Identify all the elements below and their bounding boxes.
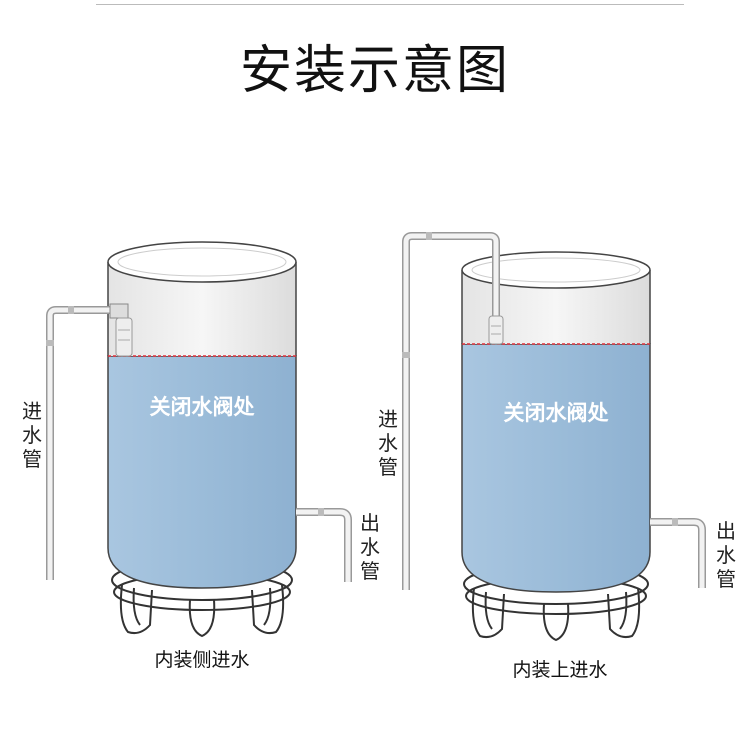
left-float-valve bbox=[109, 303, 133, 357]
right-float-valve bbox=[488, 315, 504, 345]
left-water-label: 关闭水阀处 bbox=[150, 395, 255, 419]
left-outlet-label-2: 水 bbox=[360, 535, 380, 559]
right-water-label: 关闭水阀处 bbox=[504, 401, 609, 425]
right-outlet-label-1: 出 bbox=[716, 519, 736, 543]
left-inlet-label-2: 水 bbox=[22, 423, 42, 447]
left-inlet-pipe bbox=[46, 306, 112, 580]
left-tank-top-rim bbox=[107, 241, 297, 283]
right-tank-assembly: 关闭水阀处 进 水 管 出 水 管 内装上进水 bbox=[378, 232, 736, 681]
left-caption: 内装侧进水 bbox=[154, 649, 249, 671]
page-title: 安装示意图 bbox=[239, 41, 510, 101]
left-tank-water bbox=[107, 355, 297, 589]
right-inlet-label-2: 水 bbox=[378, 431, 398, 455]
left-inlet-label-3: 管 bbox=[22, 447, 42, 471]
right-tank-top-rim bbox=[461, 251, 651, 289]
top-divider bbox=[96, 4, 684, 5]
right-inlet-label-3: 管 bbox=[378, 455, 398, 479]
right-outlet-label-2: 水 bbox=[716, 543, 736, 567]
right-outlet-pipe bbox=[650, 518, 706, 588]
left-outlet-label-3: 管 bbox=[360, 559, 380, 583]
right-outlet-label-3: 管 bbox=[716, 567, 736, 591]
left-outlet-pipe bbox=[296, 508, 352, 582]
left-inlet-label-1: 进 bbox=[22, 399, 42, 423]
left-tank-air-space bbox=[108, 262, 296, 356]
left-tank-assembly: 关闭水阀处 进 水 管 出 水 管 内装侧进水 bbox=[22, 241, 380, 671]
right-inlet-label-1: 进 bbox=[378, 407, 398, 431]
left-outlet-label-1: 出 bbox=[360, 511, 380, 535]
right-inlet-pipe bbox=[402, 232, 500, 590]
right-tank-air-space bbox=[462, 270, 650, 344]
right-caption: 内装上进水 bbox=[512, 659, 607, 681]
right-tank-water bbox=[461, 343, 651, 593]
